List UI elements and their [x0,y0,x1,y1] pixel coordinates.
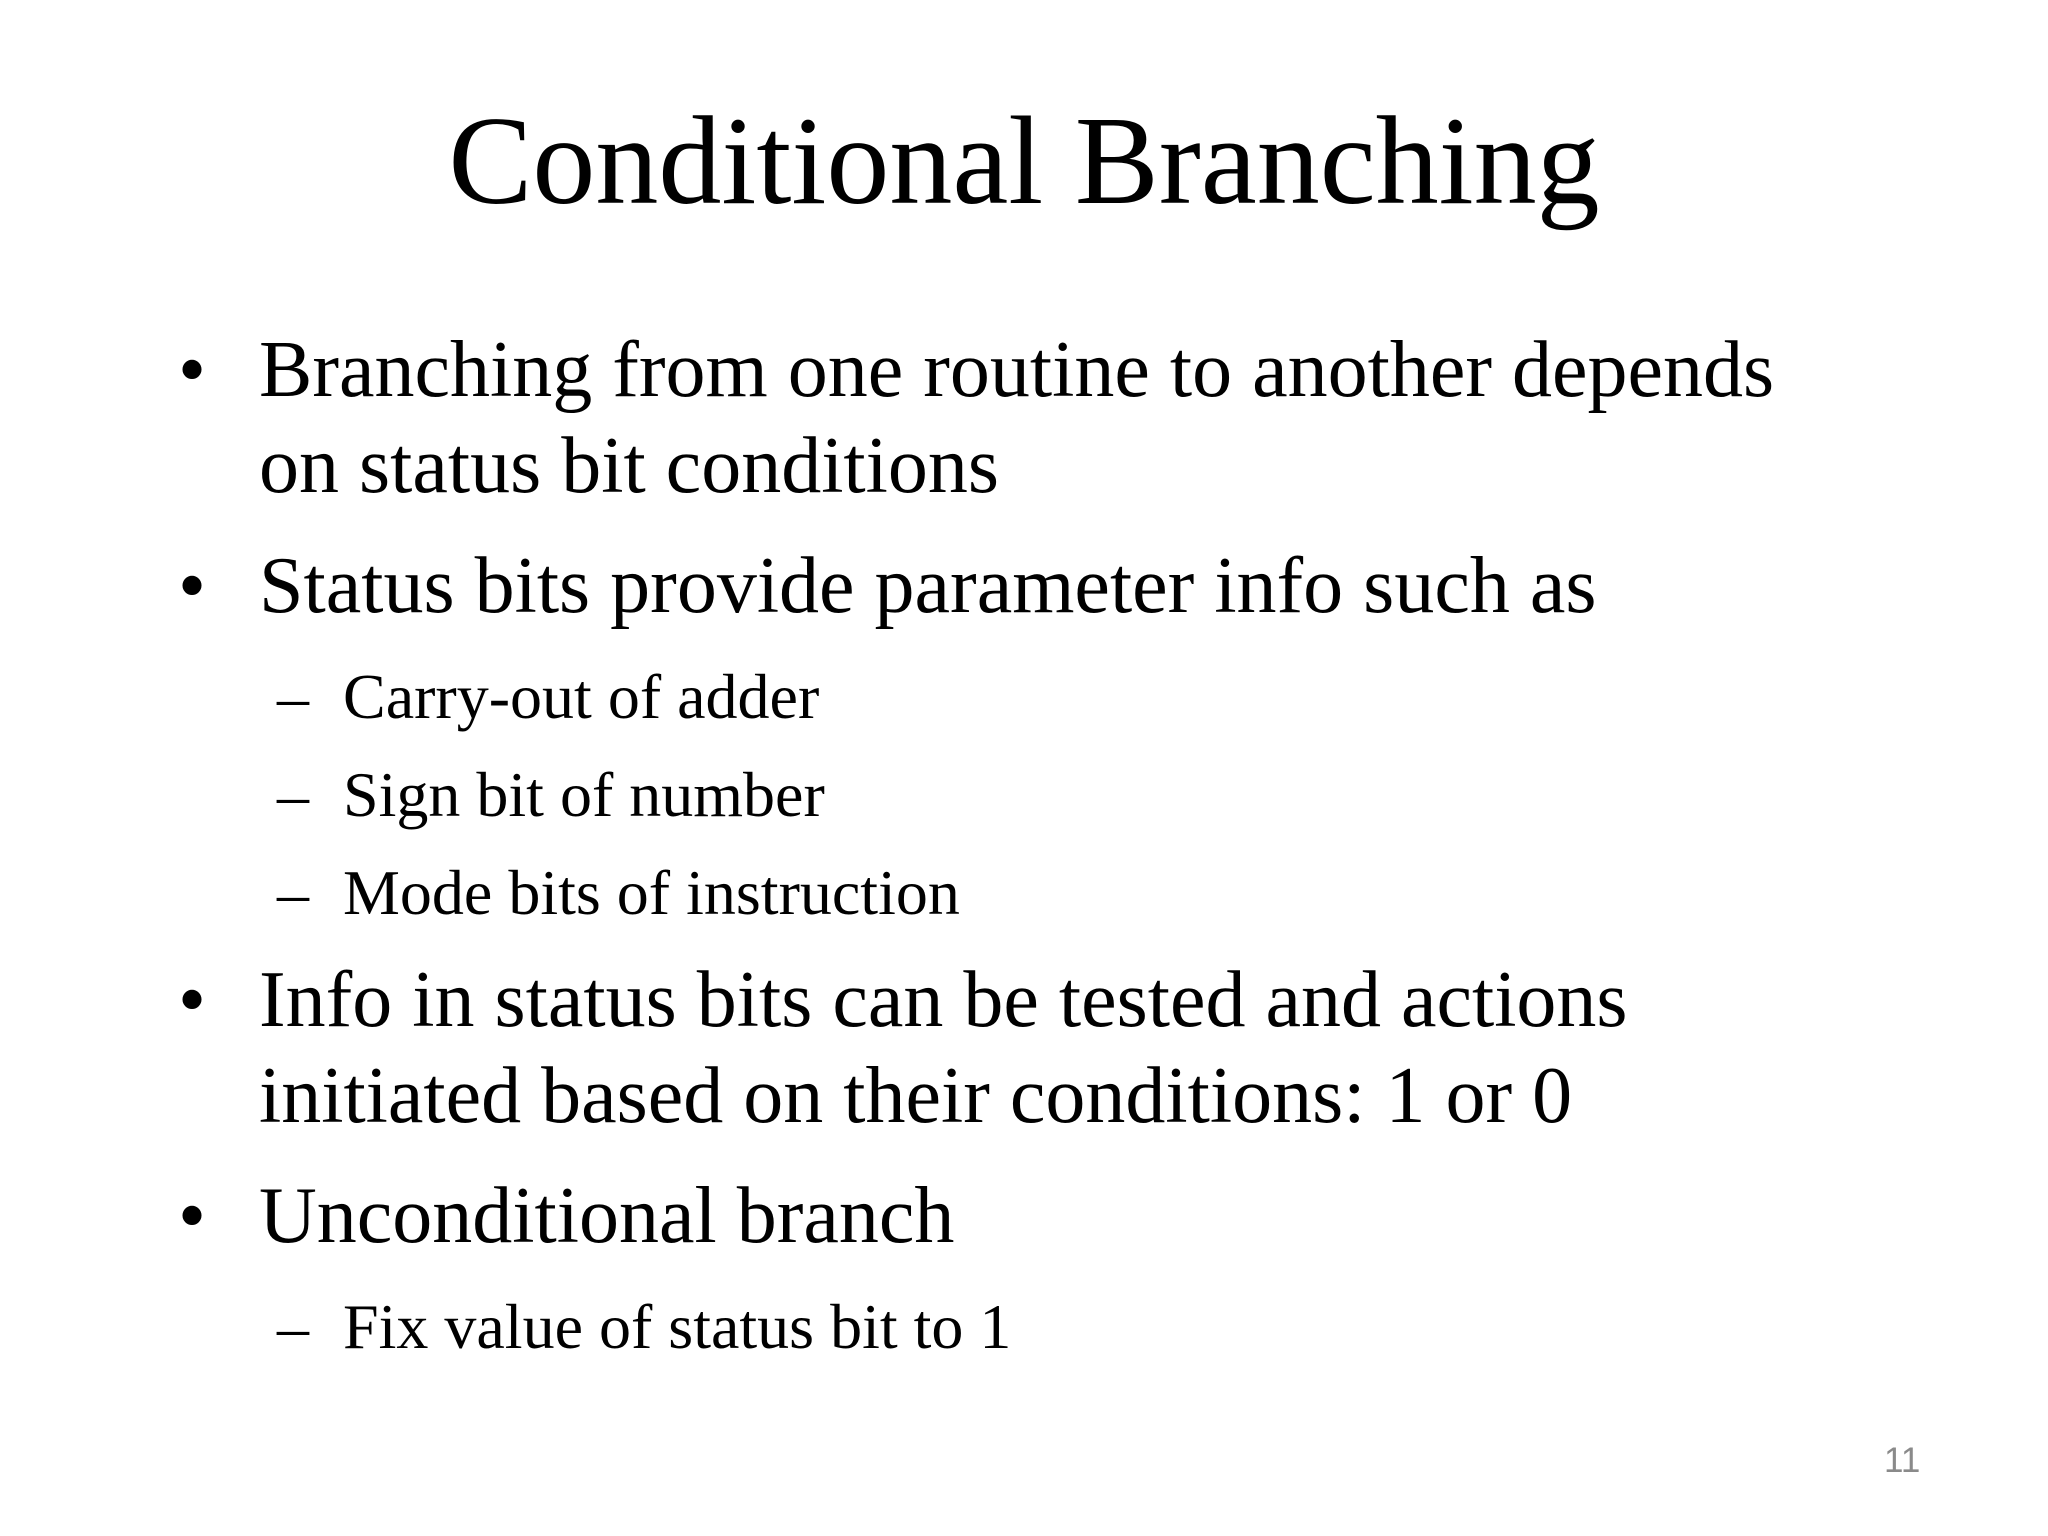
bullet-icon: • [178,1171,207,1260]
text-line: Unconditional branch [259,1171,955,1260]
dash-icon: – [277,758,309,830]
list-item-text: Fix value of status bit to 1 [343,1288,2048,1366]
slide-title: Conditional Branching [448,92,1600,231]
bullet-icon: • [178,541,207,630]
list-sub-item: – Carry-out of adder [0,658,2048,736]
text-line: Sign bit of number [343,758,825,830]
list-item-text: Branching from one routine to another de… [259,322,2048,514]
bullet-list: • Branching from one routine to another … [0,322,2048,1366]
list-item-text: Mode bits of instruction [343,854,2048,932]
list-item: • Status bits provide parameter info suc… [0,538,2048,634]
text-line: Status bits provide parameter info such … [259,541,1597,630]
list-sub-item: – Sign bit of number [0,756,2048,834]
dash-icon: – [277,1290,309,1362]
text-line: initiated based on their conditions: 1 o… [259,1051,1573,1140]
text-line: on status bit conditions [259,421,999,510]
list-item-text: Carry-out of adder [343,658,2048,736]
list-sub-item: – Fix value of status bit to 1 [0,1288,2048,1366]
text-line: Mode bits of instruction [343,856,960,928]
dash-icon: – [277,856,309,928]
page-number: 11 [1884,1441,1921,1480]
list-item-text: Sign bit of number [343,756,2048,834]
list-item: • Unconditional branch [0,1168,2048,1264]
list-item-text: Info in status bits can be tested and ac… [259,952,2048,1144]
text-line: Carry-out of adder [343,660,820,732]
text-line: Branching from one routine to another de… [259,325,1775,414]
bullet-icon: • [178,325,207,414]
list-item: • Branching from one routine to another … [0,322,2048,514]
dash-icon: – [277,660,309,732]
bullet-icon: • [178,955,207,1044]
text-line: Fix value of status bit to 1 [343,1290,1012,1362]
text-line: Info in status bits can be tested and ac… [259,955,1628,1044]
list-sub-item: – Mode bits of instruction [0,854,2048,932]
list-item: • Info in status bits can be tested and … [0,952,2048,1144]
list-item-text: Unconditional branch [259,1168,2048,1264]
list-item-text: Status bits provide parameter info such … [259,538,2048,634]
